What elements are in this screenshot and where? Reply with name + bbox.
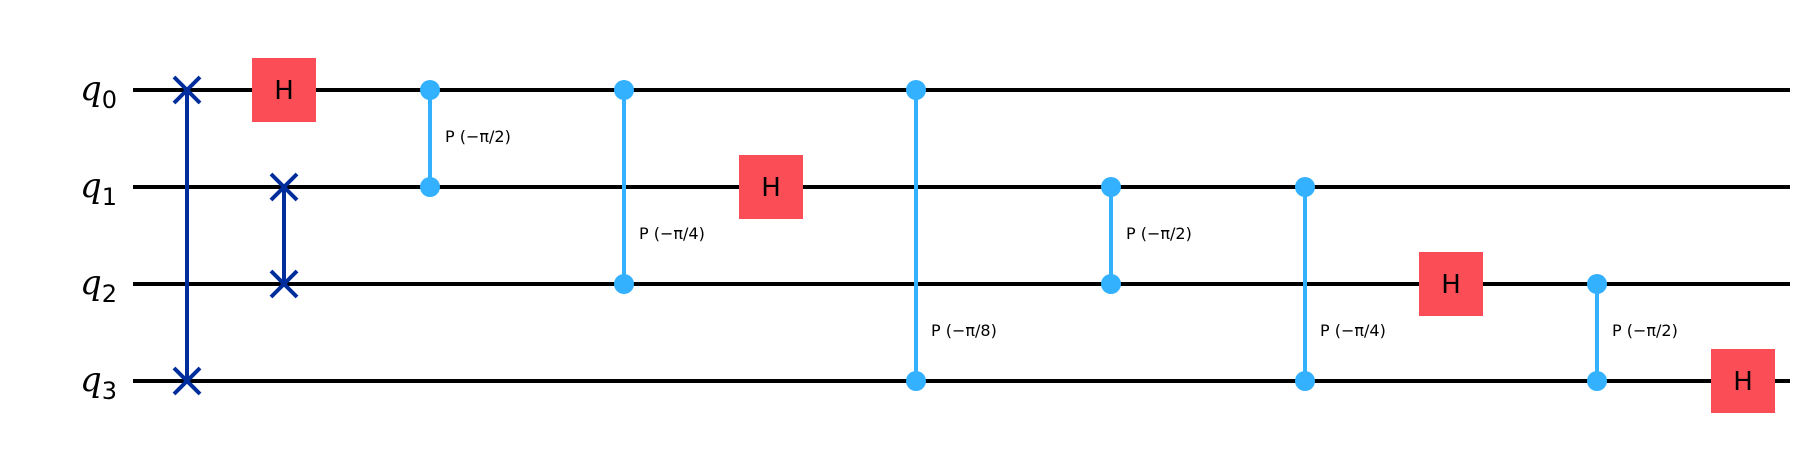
qubit-index: 2 (102, 280, 117, 308)
swap-cross-icon (172, 75, 202, 105)
gate-swap-q0-q3 (172, 75, 202, 396)
qubit-wires (133, 88, 1790, 383)
control-dot (1587, 274, 1607, 294)
control-dot (614, 80, 634, 100)
swap-cross-stroke (269, 172, 299, 202)
hadamard-label: H (1733, 367, 1753, 397)
gate-cp-q2-q3: P (−π/2) (1587, 274, 1678, 391)
gate-cp-q0-q1: P (−π/2) (420, 80, 511, 197)
hadamard-box (739, 155, 803, 219)
phase-label: P (−π/2) (1126, 224, 1192, 243)
control-dot (420, 80, 440, 100)
gate-h-q1: H (739, 155, 803, 219)
control-dot (1101, 177, 1121, 197)
hadamard-box (1711, 349, 1775, 413)
gate-cp-q0-q2: P (−π/4) (614, 80, 705, 294)
qubit-label-1: q1 (80, 166, 117, 211)
phase-label: P (−π/8) (931, 321, 997, 340)
gate-h-q3: H (1711, 349, 1775, 413)
swap-cross-icon (172, 366, 202, 396)
qubit-label-3: q3 (80, 360, 117, 405)
control-dot (1587, 371, 1607, 391)
qubit-index: 3 (102, 377, 117, 405)
phase-label: P (−π/4) (1320, 321, 1386, 340)
hadamard-box (252, 58, 316, 122)
gate-swap-q1-q2 (269, 172, 299, 299)
gate-cp-q1-q2: P (−π/2) (1101, 177, 1192, 294)
qubit-label-0: q0 (80, 69, 117, 114)
qubit-symbol: q (80, 263, 102, 303)
hadamard-label: H (1441, 270, 1461, 300)
phase-label: P (−π/2) (445, 127, 511, 146)
swap-cross-icon (269, 172, 299, 202)
swap-cross-stroke (269, 269, 299, 299)
qubit-label-2: q2 (80, 263, 117, 308)
control-dot (1295, 177, 1315, 197)
swap-cross-stroke (172, 75, 202, 105)
swap-cross-stroke (172, 366, 202, 396)
hadamard-label: H (274, 76, 294, 106)
hadamard-box (1419, 252, 1483, 316)
gate-cp-q0-q3: P (−π/8) (906, 80, 997, 391)
control-dot (420, 177, 440, 197)
control-dot (906, 80, 926, 100)
control-dot (614, 274, 634, 294)
hadamard-label: H (761, 173, 781, 203)
gate-h-q0: H (252, 58, 316, 122)
swap-cross-icon (269, 269, 299, 299)
control-dot (1295, 371, 1315, 391)
phase-label: P (−π/4) (639, 224, 705, 243)
qubit-symbol: q (80, 360, 102, 400)
qubit-symbol: q (80, 166, 102, 206)
control-dot (906, 371, 926, 391)
control-dot (1101, 274, 1121, 294)
qubit-index: 0 (102, 86, 117, 114)
qubit-index: 1 (102, 183, 117, 211)
gates: H P (−π/2) P (−π/4) H P (−π/8) P (−π/2) P (−π/… (172, 58, 1775, 413)
qubit-symbol: q (80, 69, 102, 109)
phase-label: P (−π/2) (1612, 321, 1678, 340)
gate-cp-q1-q3: P (−π/4) (1295, 177, 1386, 391)
gate-h-q2: H (1419, 252, 1483, 316)
